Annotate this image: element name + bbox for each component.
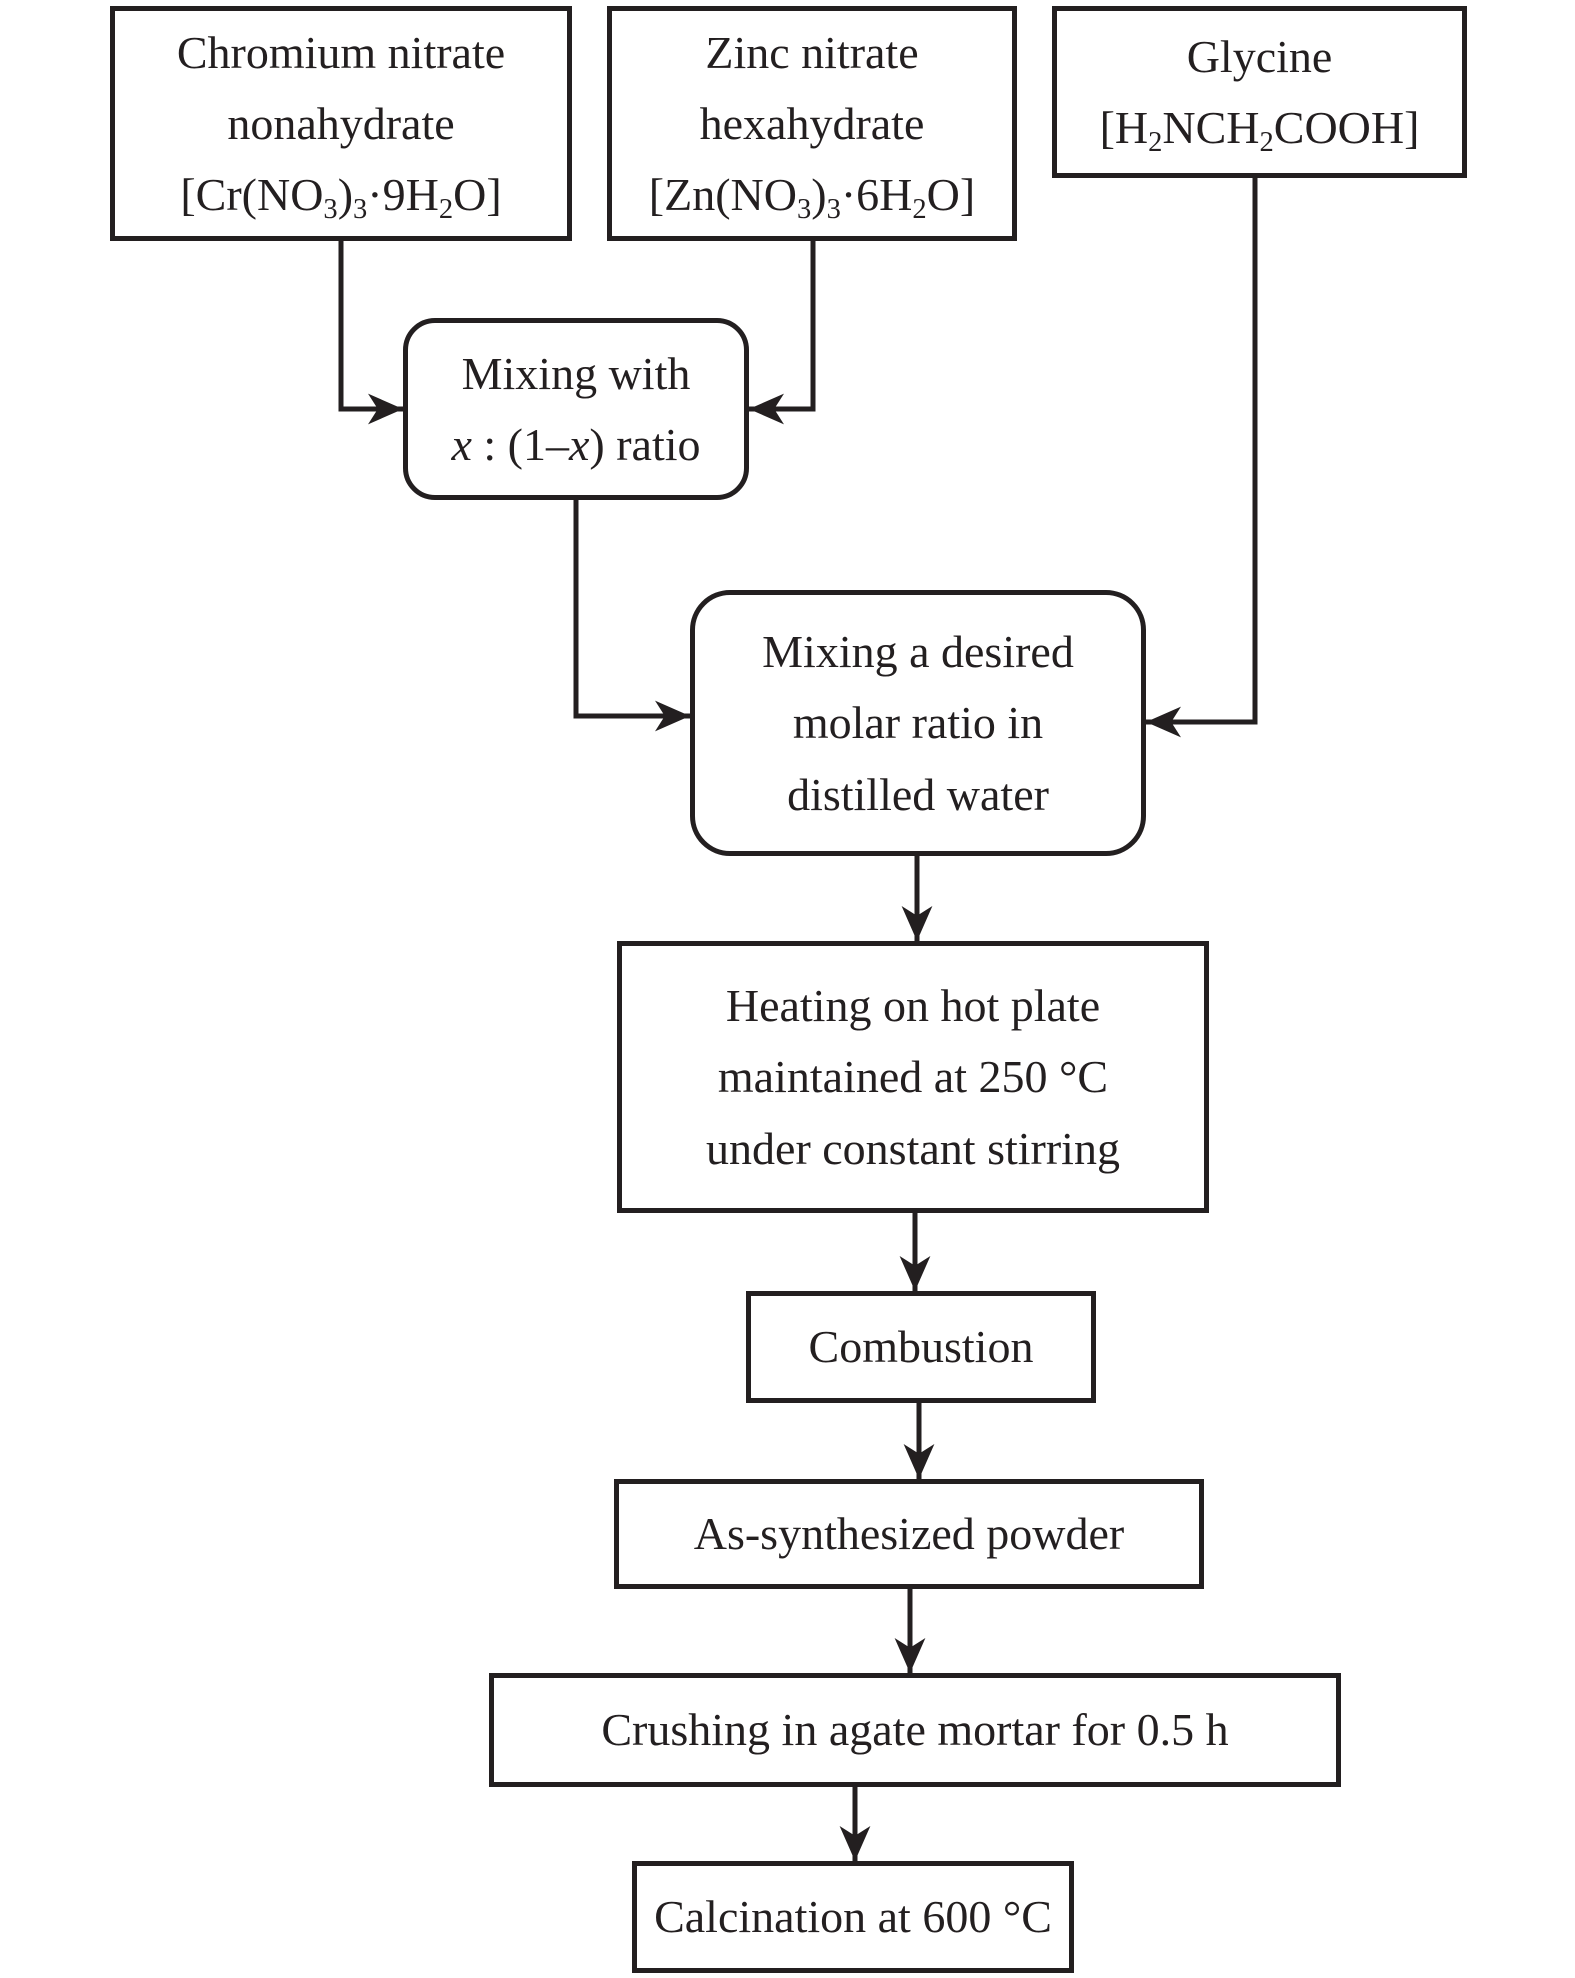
- arrow-glycine-to-mixing-water: [1146, 178, 1258, 738]
- crushing-label: Crushing in agate mortar for 0.5 h: [601, 1704, 1229, 1756]
- node-crushing: Crushing in agate mortar for 0.5 h: [489, 1673, 1341, 1787]
- node-calcination: Calcination at 600 °C: [632, 1861, 1074, 1973]
- node-glycine: Glycine[H2NCH2COOH]: [1052, 6, 1467, 178]
- arrow-mixing-ratio-to-mixing-water: [573, 500, 690, 732]
- glycine-label: Glycine[H2NCH2COOH]: [1099, 30, 1420, 158]
- arrow-zinc-to-mixing-ratio: [749, 241, 816, 425]
- combustion-label: Combustion: [808, 1321, 1034, 1373]
- as-synthesized-powder-label: As-synthesized powder: [693, 1508, 1125, 1560]
- arrow-chromium-to-mixing-ratio: [338, 241, 403, 425]
- node-as-synthesized-powder: As-synthesized powder: [614, 1479, 1204, 1589]
- calcination-label: Calcination at 600 °C: [654, 1891, 1052, 1943]
- node-combustion: Combustion: [746, 1291, 1096, 1403]
